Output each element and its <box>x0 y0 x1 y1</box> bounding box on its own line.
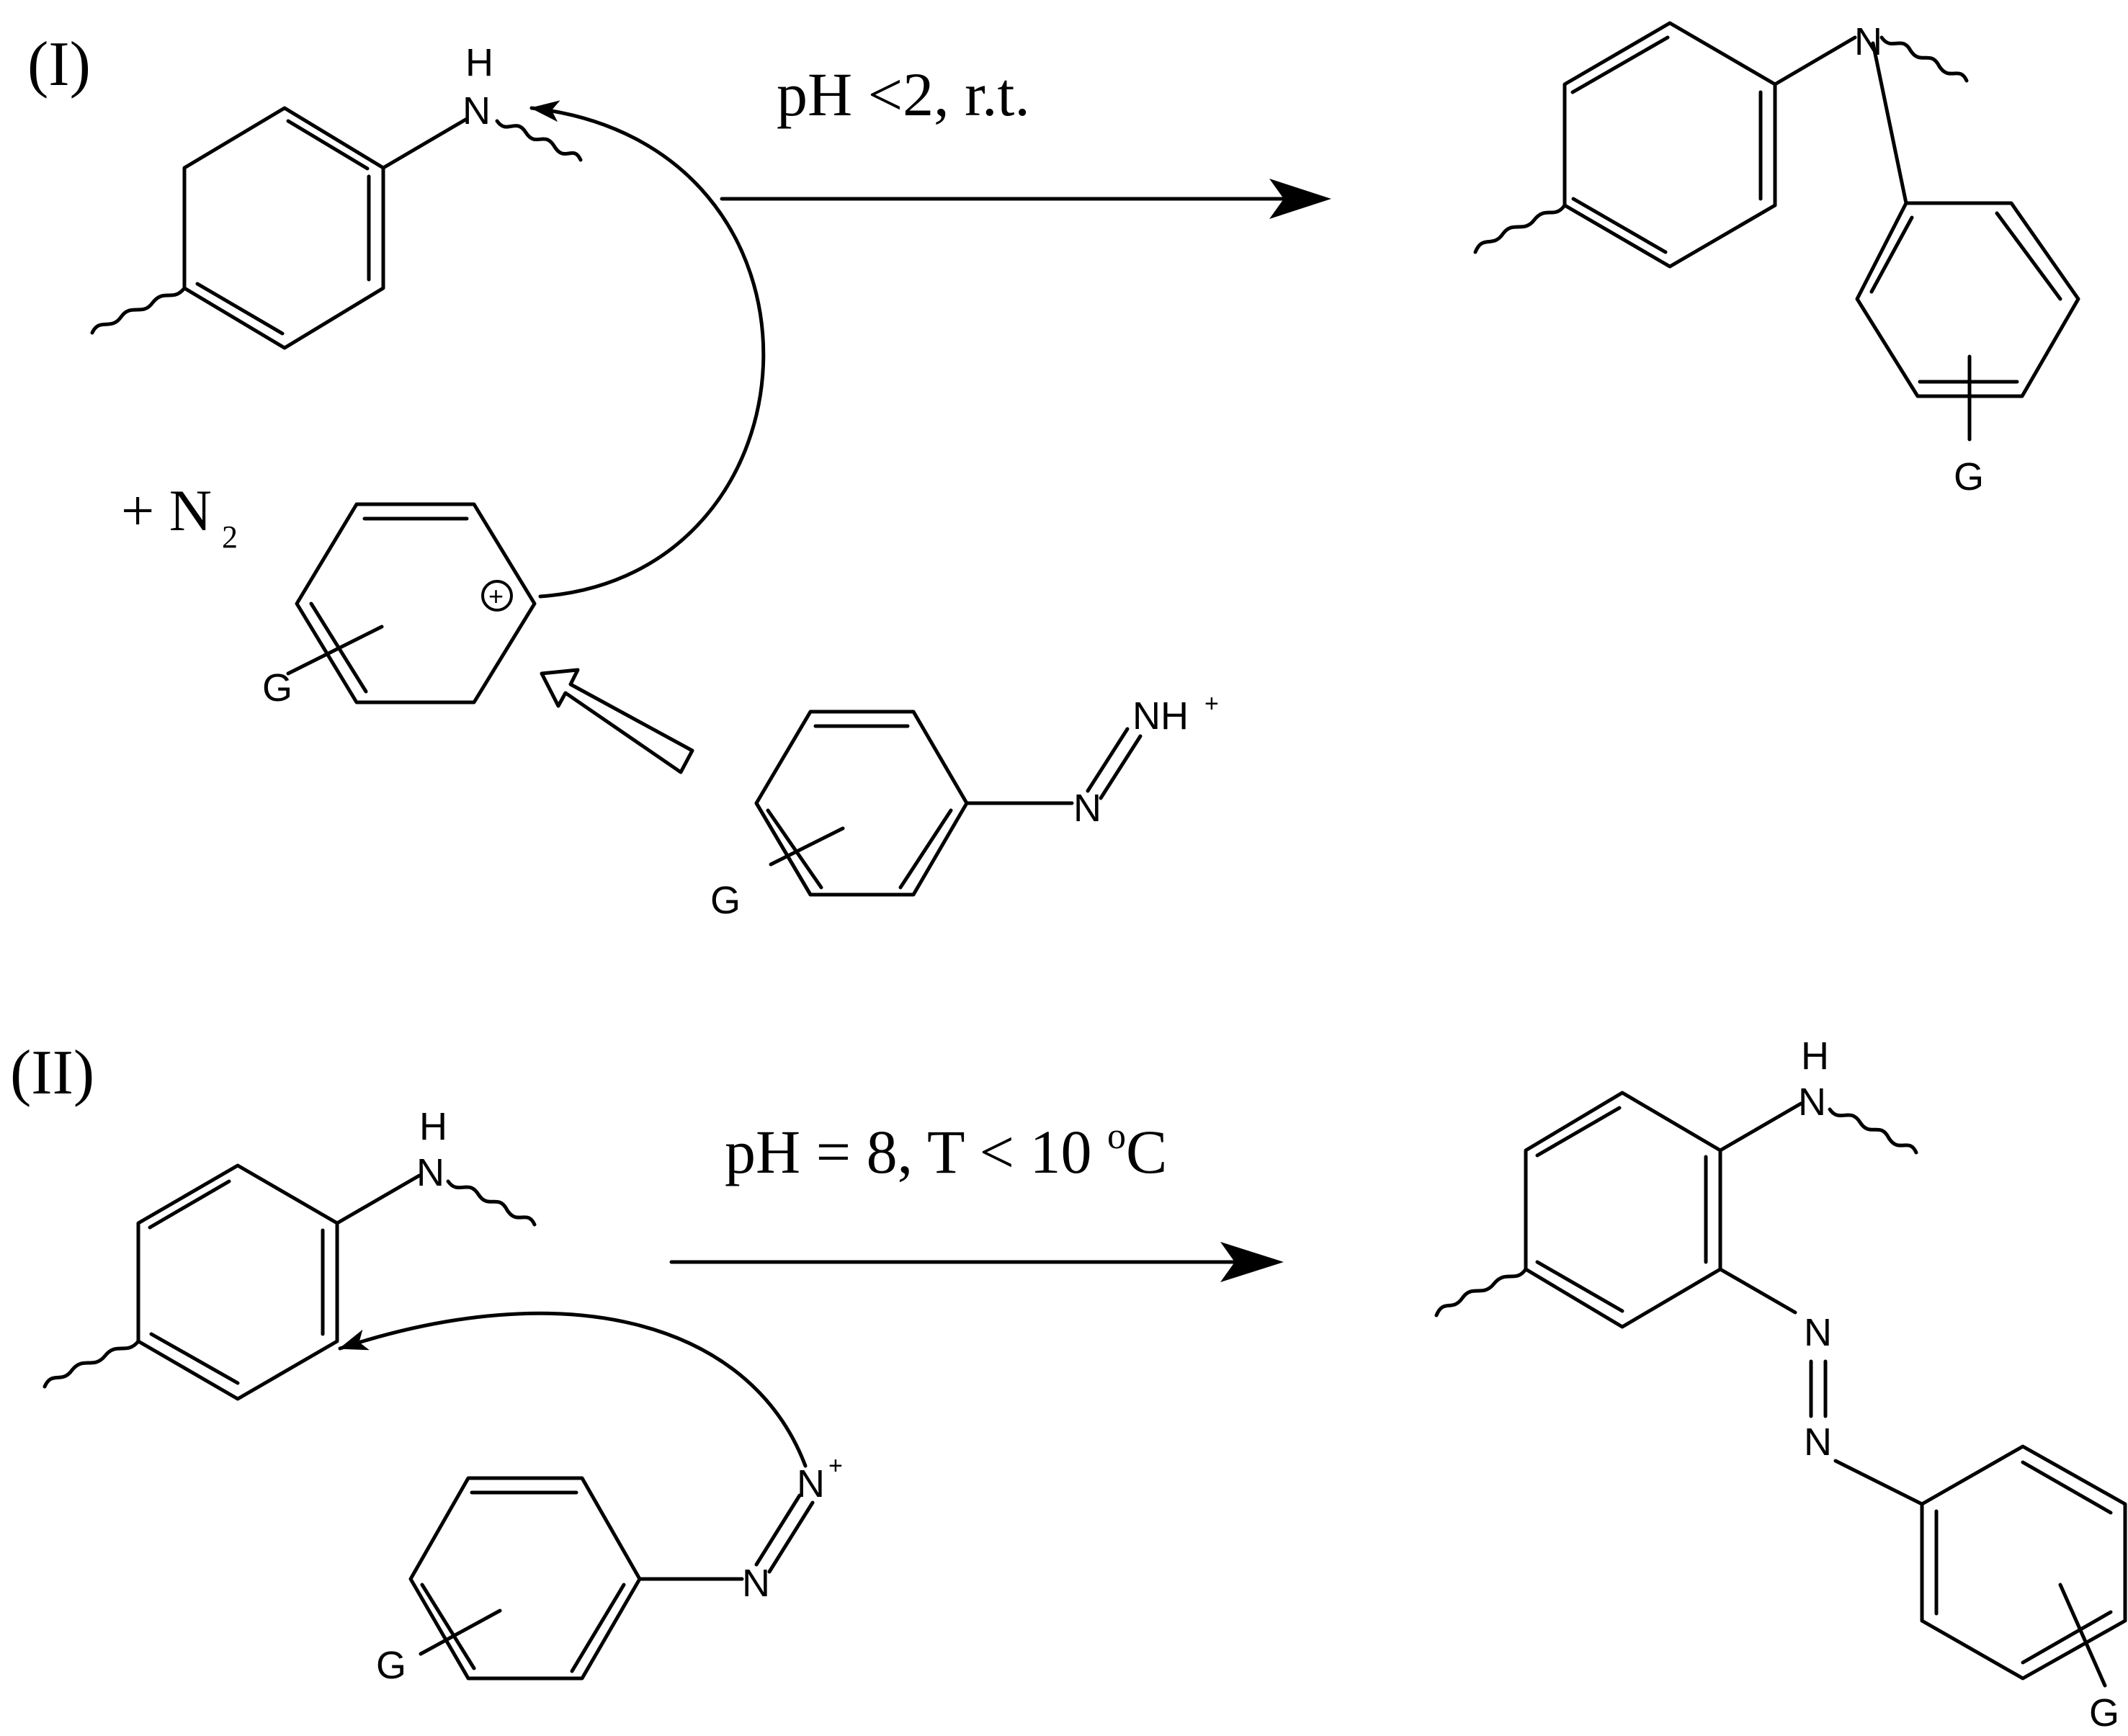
part1-label: (I) <box>27 30 91 99</box>
part2-product-n-azo1: N <box>1804 1311 1832 1354</box>
part2-product-n-azo2: N <box>1804 1420 1832 1464</box>
part1-amine-reactant <box>90 106 583 350</box>
part2-diazonium <box>408 1476 815 1681</box>
part1-cation-g: G <box>262 666 292 710</box>
part1-amine-h: H <box>465 41 493 84</box>
part2-product-h: H <box>1801 1034 1829 1078</box>
part2-attack-arrow <box>338 1311 808 1468</box>
part1-reaction-arrow <box>720 179 1331 219</box>
part1-byproduct: + N <box>121 478 212 543</box>
part1-product-n: N <box>1854 20 1882 63</box>
part1-diazene-nh: NH <box>1132 694 1189 738</box>
part2-amine-h: H <box>419 1105 447 1148</box>
part1-diazene-n: N <box>1073 787 1101 830</box>
part1-aryl-cation <box>286 502 537 704</box>
part2-reaction-arrow <box>669 1242 1284 1282</box>
part2-diazonium-n1: N <box>797 1462 825 1505</box>
part2-condition: pH = 8, T < 10 oC <box>725 1116 1167 1186</box>
part1-diazene-g: G <box>710 879 741 922</box>
part1-cation-charge: + <box>488 581 504 611</box>
part1-attack-arrow <box>529 100 766 599</box>
part2-product <box>1434 1091 2127 1688</box>
part2-amine-n: N <box>416 1151 444 1194</box>
part1-diazene-charge: + <box>1204 690 1219 717</box>
part1-product <box>1473 21 2080 442</box>
part1-product-g: G <box>1954 455 1984 498</box>
part2-diazonium-charge: + <box>828 1452 843 1480</box>
part2-product-g: G <box>2089 1691 2119 1735</box>
part1-decomposition-arrow <box>540 668 694 774</box>
part1-byproduct-sub: 2 <box>222 519 238 555</box>
part1-diazene <box>754 710 1143 897</box>
part2-amine-reactant <box>43 1163 537 1401</box>
part2-product-n-amine: N <box>1798 1080 1826 1124</box>
part2-diazonium-g: G <box>376 1644 406 1687</box>
part1-amine-n: N <box>462 89 491 133</box>
part2-diazonium-n2: N <box>742 1562 770 1605</box>
part2-label: (II) <box>10 1038 94 1108</box>
part1-condition: pH <2, r.t. <box>777 60 1030 129</box>
